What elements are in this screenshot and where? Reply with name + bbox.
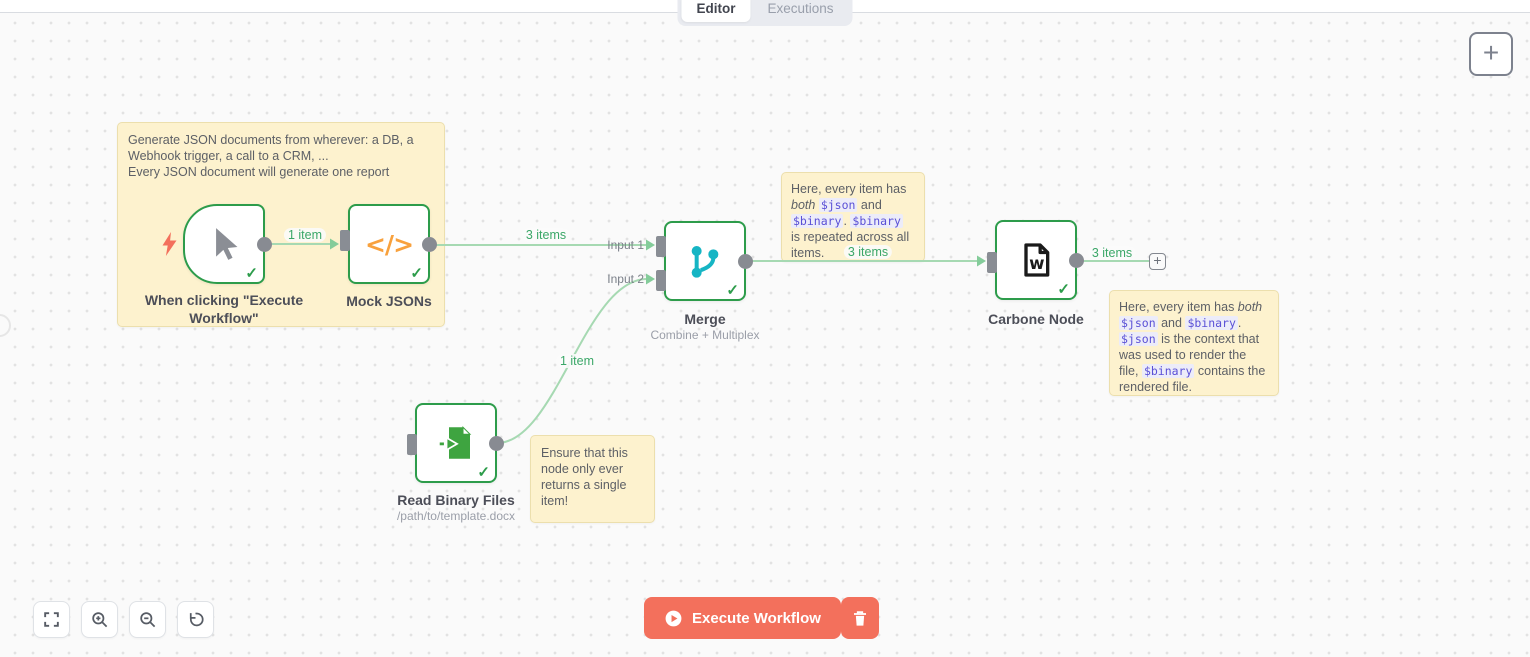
sticky-note-text: Here, every item has both $json and $bin… — [1119, 300, 1266, 394]
tab-editor[interactable]: Editor — [681, 0, 751, 22]
word-document-icon: w — [1024, 243, 1050, 277]
output-endpoint[interactable] — [422, 236, 437, 252]
success-check-icon: ✓ — [726, 282, 739, 299]
zoom-out-icon — [140, 612, 156, 628]
node-title[interactable]: Mock JSONs — [346, 293, 432, 309]
merge-input1-label: Input 1 — [607, 238, 644, 252]
success-check-icon: ✓ — [1057, 281, 1070, 298]
node-title[interactable]: Read Binary Files — [397, 492, 515, 508]
execute-workflow-label: Execute Workflow — [692, 609, 821, 627]
node-title[interactable]: Merge — [684, 311, 726, 327]
connection-label: 1 item — [283, 228, 327, 242]
input-endpoint[interactable] — [987, 252, 997, 273]
file-import-icon — [437, 425, 472, 459]
connection-label: 3 items — [1087, 246, 1137, 260]
add-connected-node-button[interactable]: + — [1149, 253, 1166, 270]
zoom-out-button[interactable] — [129, 601, 166, 638]
code-icon: </> — [364, 229, 414, 259]
view-tabs: Editor Executions — [677, 0, 853, 26]
input2-endpoint[interactable] — [656, 270, 666, 291]
delete-workflow-button[interactable] — [841, 597, 879, 639]
node-title[interactable]: Carbone Node — [988, 311, 1084, 327]
output-endpoint[interactable] — [257, 236, 272, 252]
merge-icon — [691, 246, 719, 278]
sticky-note-text: Ensure that this node only ever returns … — [541, 446, 628, 508]
merge-input2-label: Input 2 — [607, 272, 644, 286]
node-title[interactable]: When clicking "Execute Workflow" — [144, 292, 304, 326]
trash-icon — [854, 610, 866, 626]
sticky-note-text: Here, every item has both $json and $bin… — [791, 182, 910, 260]
sticky-note-single-item[interactable]: Ensure that this node only ever returns … — [530, 435, 655, 523]
svg-text:w: w — [1029, 254, 1044, 273]
node-subtitle: Combine + Multiplex — [650, 328, 760, 342]
tab-executions[interactable]: Executions — [767, 1, 834, 16]
input-endpoint[interactable] — [407, 434, 417, 455]
play-icon — [665, 610, 682, 626]
add-node-button[interactable]: + — [1469, 32, 1513, 76]
node-merge[interactable]: ✓ — [656, 221, 753, 301]
undo-rotate-icon — [189, 612, 204, 627]
sticky-note-text: Generate JSON documents from wherever: a… — [128, 133, 414, 179]
output-endpoint[interactable] — [738, 253, 753, 269]
zoom-in-icon — [92, 612, 108, 628]
success-check-icon: ✓ — [410, 265, 423, 282]
output-endpoint[interactable] — [489, 435, 504, 451]
execute-workflow-button[interactable]: Execute Workflow — [644, 597, 841, 639]
cursor-icon — [216, 228, 238, 260]
zoom-in-button[interactable] — [81, 601, 118, 638]
connection-label: 1 item — [555, 354, 599, 368]
fit-screen-icon — [44, 612, 59, 627]
sticky-note-binary-repeated[interactable]: Here, every item has both $json and $bin… — [781, 172, 925, 262]
output-endpoint[interactable] — [1069, 252, 1084, 268]
input1-endpoint[interactable] — [656, 236, 666, 257]
node-subtitle: /path/to/template.docx — [396, 509, 516, 523]
success-check-icon: ✓ — [245, 265, 258, 282]
reset-zoom-button[interactable] — [177, 601, 214, 638]
node-carbone[interactable]: w ✓ — [987, 220, 1084, 300]
success-check-icon: ✓ — [477, 464, 490, 481]
node-when-clicking-execute-workflow[interactable]: ✓ — [162, 204, 272, 284]
lightning-trigger-icon — [161, 232, 178, 256]
input-endpoint[interactable] — [340, 230, 350, 251]
sticky-note-render-context[interactable]: Here, every item has both $json and $bin… — [1109, 290, 1279, 396]
node-mock-jsons[interactable]: </> ✓ — [340, 204, 437, 284]
node-read-binary-files[interactable]: ✓ — [407, 403, 504, 483]
zoom-to-fit-button[interactable] — [33, 601, 70, 638]
connection-label: 3 items — [843, 245, 893, 259]
connection-label: 3 items — [521, 228, 571, 242]
